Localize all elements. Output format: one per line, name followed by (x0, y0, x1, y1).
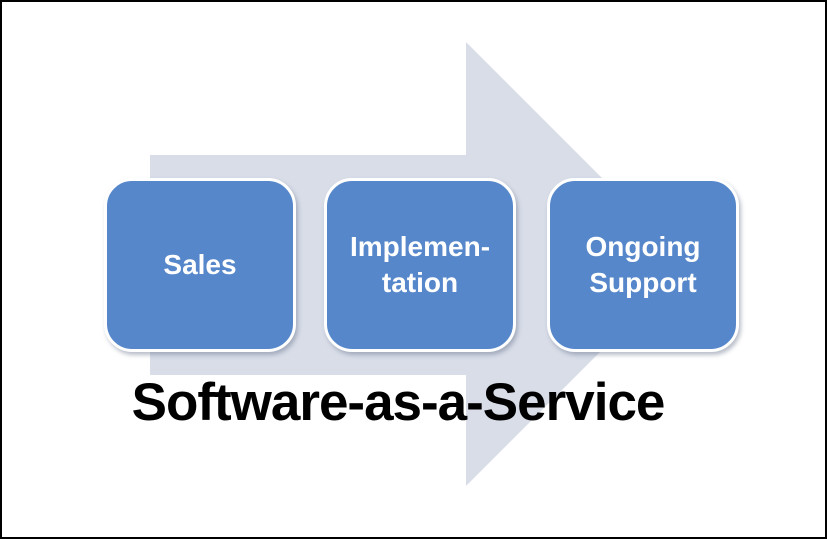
diagram-title: Software-as-a-Service (131, 373, 666, 432)
step-label-line: tation (381, 267, 459, 298)
step-label-line: Sales (163, 249, 237, 280)
step-box-ongoing-support: Ongoing Support (547, 178, 739, 352)
step-label-line: Implemen- (349, 231, 491, 262)
step-box-sales: Sales (104, 178, 296, 352)
step-label-line: Ongoing (585, 231, 701, 262)
step-label-line: Support (589, 267, 697, 298)
step-box-implementation: Implemen- tation (324, 178, 516, 352)
